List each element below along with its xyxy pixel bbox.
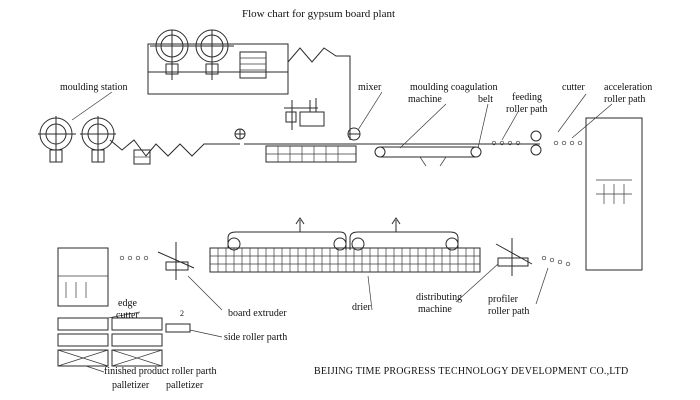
label-mixer: mixer bbox=[358, 82, 382, 93]
board-extruder-section bbox=[119, 242, 195, 280]
drier-unit bbox=[209, 217, 481, 273]
leader-lines bbox=[71, 91, 613, 373]
label-finished-product: finished product roller parth bbox=[104, 366, 217, 377]
label-cutter: cutter bbox=[562, 82, 585, 93]
label-machine-dist: machine bbox=[418, 304, 452, 315]
label-acceleration: acceleration bbox=[604, 82, 653, 93]
label-feeding: feeding bbox=[512, 92, 542, 103]
label-cutter-edge: cutter bbox=[116, 310, 139, 321]
company-name: BEIJING TIME PROGRESS TECHNOLOGY DEVELOP… bbox=[314, 366, 629, 377]
profiler-section bbox=[495, 238, 571, 276]
label-distributing: distributing bbox=[416, 292, 463, 303]
label-roller-path-accel: roller path bbox=[604, 94, 646, 105]
label-board-extruder: board extruder bbox=[228, 308, 287, 319]
label-belt: belt bbox=[478, 94, 493, 105]
label-roller-path-profiler: roller path bbox=[488, 306, 530, 317]
forming-line bbox=[244, 127, 540, 167]
label-edge: edge bbox=[118, 298, 137, 309]
label-machine: machine bbox=[408, 94, 442, 105]
label-roller-path-feeding: roller path bbox=[506, 104, 548, 115]
label-moulding-station: moulding station bbox=[60, 82, 128, 93]
label-palletizer-2: palletizer bbox=[166, 380, 204, 391]
feeding-cutter-section bbox=[491, 130, 583, 156]
top-paper-reels bbox=[147, 29, 351, 140]
stacking-area bbox=[57, 247, 191, 367]
mixer-unit bbox=[234, 98, 325, 140]
label-drier: drier bbox=[352, 302, 371, 313]
label-profiler: profiler bbox=[488, 294, 518, 305]
label-moulding-coagulation: moulding coagulation bbox=[410, 82, 498, 93]
label-mark-2: 2 bbox=[180, 309, 184, 318]
diagram-title: Flow chart for gypsum board plant bbox=[242, 8, 396, 20]
label-side-roller-parth: side roller parth bbox=[224, 332, 288, 343]
label-palletizer-1: palletizer bbox=[112, 380, 150, 391]
moulding-station-reels bbox=[38, 116, 240, 165]
acceleration-roller-column bbox=[585, 117, 643, 271]
